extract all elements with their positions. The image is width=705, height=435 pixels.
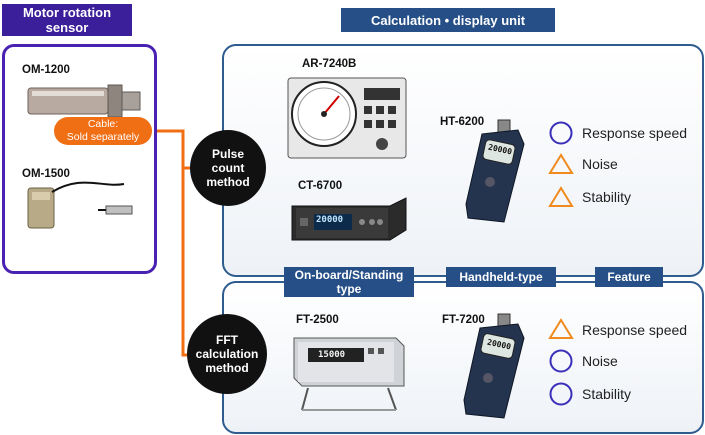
triangle-mark-icon [548, 318, 574, 339]
fft-method-badge: FFT calculation method [187, 314, 267, 394]
pulse-feature-response: Response speed [582, 125, 688, 141]
ft2500-label: FT-2500 [296, 314, 339, 326]
cable-note-line1: Cable: [87, 118, 119, 130]
calc-header: Calculation • display unit [341, 8, 555, 32]
fft-feature-stability: Stability [582, 386, 632, 402]
sensor-header: Motor rotation sensor [2, 4, 132, 36]
pulse-feature-stability: Stability [582, 189, 632, 205]
column-feature-text: Feature [607, 270, 651, 284]
ct6700-label: CT-6700 [298, 180, 343, 192]
sensor-panel [2, 44, 157, 274]
fft-method-line3: method [205, 361, 249, 375]
pulse-method-badge: Pulse count method [190, 130, 266, 206]
pulse-method-line2: count [211, 161, 245, 175]
circle-mark-icon [549, 349, 573, 373]
column-header-onboard: On-board/Standing type [284, 267, 414, 297]
ft2500-image [293, 337, 405, 411]
ar7240b-image [287, 77, 407, 159]
column-onboard-line1: On-board/Standing [294, 268, 404, 282]
column-onboard-line2: type [336, 282, 362, 296]
circle-mark-icon [549, 382, 573, 406]
fft-method-line2: calculation [195, 347, 259, 361]
column-header-handheld: Handheld-type [446, 267, 556, 287]
ht6200-label: HT-6200 [440, 116, 485, 128]
cable-note: Cable: Sold separately [54, 117, 152, 145]
ct6700-reading: 20000 [316, 215, 344, 225]
triangle-mark-icon [548, 153, 574, 174]
fft-method-line1: FFT [216, 333, 238, 347]
column-handheld-text: Handheld-type [459, 270, 543, 284]
pulse-method-line3: method [206, 175, 250, 189]
fft-feature-noise: Noise [582, 353, 618, 369]
om1500-image [27, 181, 133, 229]
ar7240b-label: AR-7240B [302, 58, 357, 70]
om1200-image [27, 84, 141, 118]
ft7200-image [463, 313, 525, 419]
column-header-feature: Feature [595, 267, 663, 287]
ft2500-reading: 15000 [318, 350, 346, 360]
pulse-feature-noise: Noise [582, 156, 618, 172]
calc-header-text: Calculation • display unit [370, 12, 526, 28]
ft7200-label: FT-7200 [442, 314, 485, 326]
om1200-label: OM-1200 [22, 64, 70, 76]
om1500-label: OM-1500 [22, 168, 70, 180]
sensor-header-text: Motor rotation sensor [22, 5, 112, 35]
triangle-mark-icon [548, 186, 574, 207]
fft-feature-response: Response speed [582, 322, 688, 338]
cable-note-line2: Sold separately [66, 131, 140, 143]
circle-mark-icon [549, 121, 573, 145]
pulse-method-line1: Pulse [211, 147, 244, 161]
ht6200-image [465, 119, 525, 223]
ct6700-image [291, 197, 407, 241]
